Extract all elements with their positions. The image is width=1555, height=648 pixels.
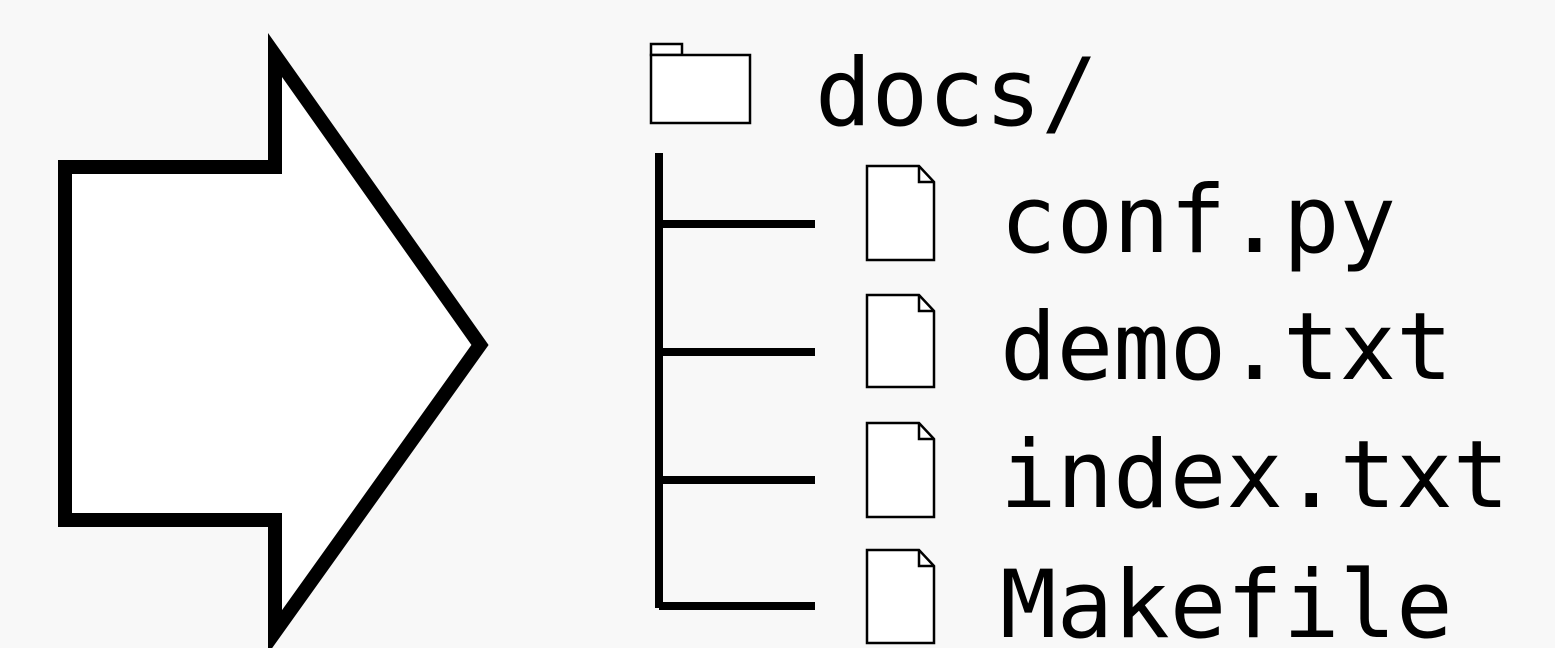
folder-icon: [649, 42, 752, 125]
file-label: index.txt: [1000, 421, 1509, 530]
tree-item: conf.py: [659, 164, 1396, 275]
file-label: demo.txt: [1000, 293, 1453, 402]
tree-item: demo.txt: [659, 293, 1453, 402]
tree-item: index.txt: [659, 421, 1509, 530]
file-icon: [865, 421, 936, 519]
file-label: conf.py: [1000, 166, 1396, 275]
right-arrow-icon: [58, 32, 489, 648]
tree-root: docs/: [649, 39, 1098, 148]
tree-item: Makefile: [659, 548, 1453, 648]
file-icon: [865, 548, 936, 645]
folder-label: docs/: [815, 39, 1098, 148]
file-label: Makefile: [1000, 551, 1453, 648]
file-icon: [865, 293, 936, 389]
file-icon: [865, 164, 936, 262]
